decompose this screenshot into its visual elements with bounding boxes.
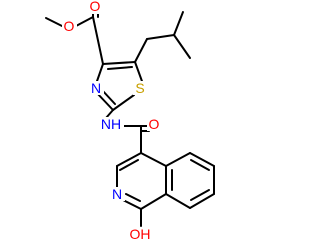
atom-label-nh: NH: [101, 116, 121, 132]
bond-c4a-c4q: [140, 152, 167, 167]
atom-label-s: S: [135, 80, 144, 96]
bond-methyl-ester-o: [45, 17, 63, 27]
atom-label-o: O: [90, 0, 101, 14]
thiazole-nitrogen: N: [89, 80, 104, 96]
bond-c5-ch2: [134, 38, 148, 63]
bond-ch-ch3-b: [173, 34, 191, 59]
bond-c4-c5: [102, 61, 136, 65]
bond-c2-nh: [105, 109, 114, 119]
bond-c4q-c3q: [116, 152, 142, 167]
amide-nh: NH: [99, 116, 124, 132]
bond-c4-c5-double: [107, 66, 133, 70]
bond-c4a-c5q: [165, 152, 191, 167]
atom-label-o: O: [149, 116, 160, 132]
bond-c4-n3: [95, 63, 104, 85]
bond-c2-s1: [112, 94, 135, 111]
atom-label-n: N: [112, 186, 122, 202]
label-backdrop: [127, 227, 154, 241]
label-backdrop: [62, 19, 77, 33]
label-backdrop: [133, 81, 148, 95]
molecule-structure: O O N S NH O N OH: [45, 0, 215, 242]
isoquinoline-nitrogen: N: [110, 186, 125, 202]
label-backdrop: [147, 117, 162, 131]
ester-carbonyl-oxygen: O: [88, 0, 103, 14]
label-backdrop: [89, 81, 104, 95]
bond-ch-ch3-a: [173, 11, 184, 36]
bond-c4q-c3q-double: [119, 159, 139, 171]
bond-s1-c5: [134, 61, 144, 85]
bond-n-c1q: [122, 199, 142, 210]
atom-label-oh: OH: [130, 226, 151, 242]
label-backdrop: [110, 187, 125, 201]
bond-c1q-c8a: [140, 193, 167, 210]
atom-label-n: N: [91, 80, 101, 96]
bonds: [45, 8, 215, 227]
bond-c8q-c8a: [165, 193, 191, 209]
atom-labels: O O N S NH O N OH: [62, 0, 162, 242]
bond-n-c1q-double: [125, 193, 141, 202]
hydroxyl-group: OH: [127, 226, 154, 242]
label-backdrop: [99, 117, 124, 131]
bond-c5q-c6q-double: [190, 159, 210, 171]
bond-n3-c2-double: [101, 89, 116, 105]
bond-ch2-ch: [146, 34, 175, 40]
bond-carbonyl-ring: [92, 16, 104, 65]
label-backdrop: [88, 0, 103, 14]
atom-label-o: O: [64, 18, 75, 34]
ester-oxygen: O: [62, 18, 77, 34]
bond-c5q-c6q: [189, 152, 215, 167]
bond-ester-o-carbonyl: [75, 16, 94, 27]
bond-c7q-c8q: [189, 193, 215, 209]
bond-c7q-c8q-double: [190, 189, 210, 201]
thiazole-sulfur: S: [133, 80, 148, 96]
amide-oxygen: O: [147, 116, 162, 132]
